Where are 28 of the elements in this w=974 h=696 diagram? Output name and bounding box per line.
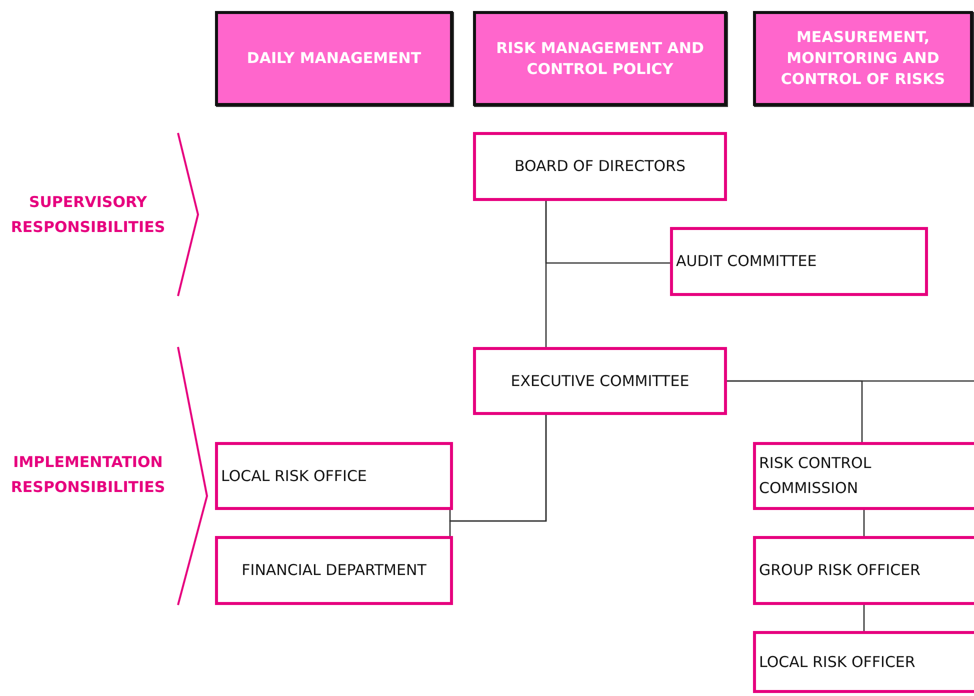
org-box [473,347,727,415]
org-box-label: RISK CONTROL COMMISSION [759,453,872,499]
org-box [753,631,974,693]
org-box [753,442,974,510]
org-box [670,227,928,296]
org-box-label: FINANCIAL DEPARTMENT [242,560,426,581]
org-box-label: LOCAL RISK OFFICE [221,466,368,486]
org-box [215,442,453,510]
column-header [215,11,453,106]
row-label: IMPLEMENTATION RESPONSIBILITIES [10,452,166,498]
org-box-label: GROUP RISK OFFICER [759,560,922,581]
column-header-label: DAILY MANAGEMENT [246,48,422,69]
connector-line [863,510,865,536]
org-box [215,536,453,605]
connector-line [727,380,974,382]
org-box-label: LOCAL RISK OFFICER [759,652,916,672]
column-header [473,11,727,106]
column-header [753,11,973,106]
org-box-label: EXECUTIVE COMMITTEE [510,370,690,392]
org-box [753,536,974,605]
connector-line [545,201,670,264]
column-header-label: MEASUREMENT, MONITORING AND CONTROL OF RISKS [780,27,946,90]
column-header-label: RISK MANAGEMENT AND CONTROL POLICY [495,38,705,80]
org-box [473,132,727,201]
connector-line [863,605,865,631]
org-box-label: AUDIT COMMITTEE [676,251,818,272]
org-box-label: BOARD OF DIRECTORS [514,156,686,177]
row-label: SUPERVISORY RESPONSIBILITIES [10,192,166,238]
